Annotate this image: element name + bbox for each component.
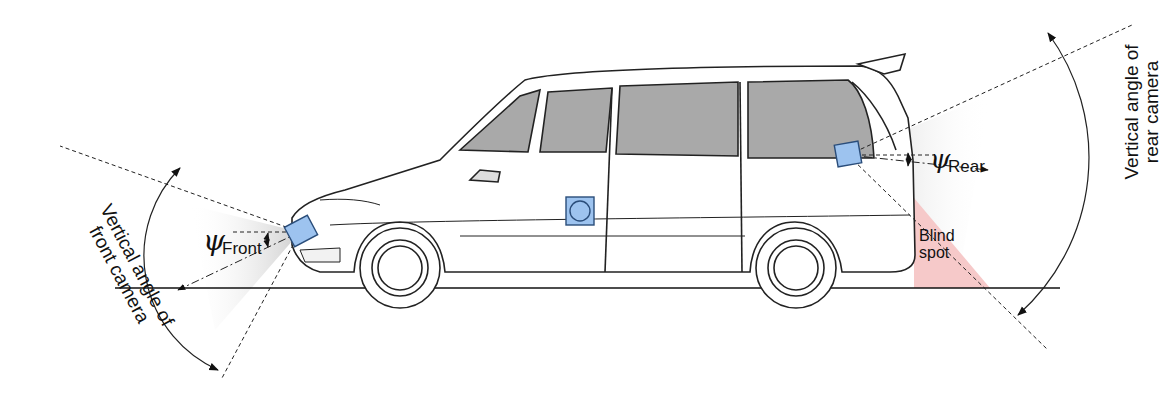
wheels xyxy=(360,228,836,308)
ground-line xyxy=(115,287,1060,289)
blind-spot xyxy=(914,198,990,288)
psi-subscript: Front xyxy=(222,240,262,258)
psi-symbol: ψ xyxy=(203,226,225,255)
cameras xyxy=(284,141,861,247)
angle-label: Vertical angle of front camera xyxy=(75,194,181,345)
angle-label: Vertical angle of rear camera xyxy=(1122,37,1162,187)
psi-subscript: Rear xyxy=(948,158,985,176)
rear-camera-geometry xyxy=(848,25,1132,350)
front-camera-geometry xyxy=(60,146,300,378)
front-fov xyxy=(190,205,300,330)
psi-symbol: ψ xyxy=(930,146,950,173)
blind-spot-label: Blind spot xyxy=(919,228,979,262)
